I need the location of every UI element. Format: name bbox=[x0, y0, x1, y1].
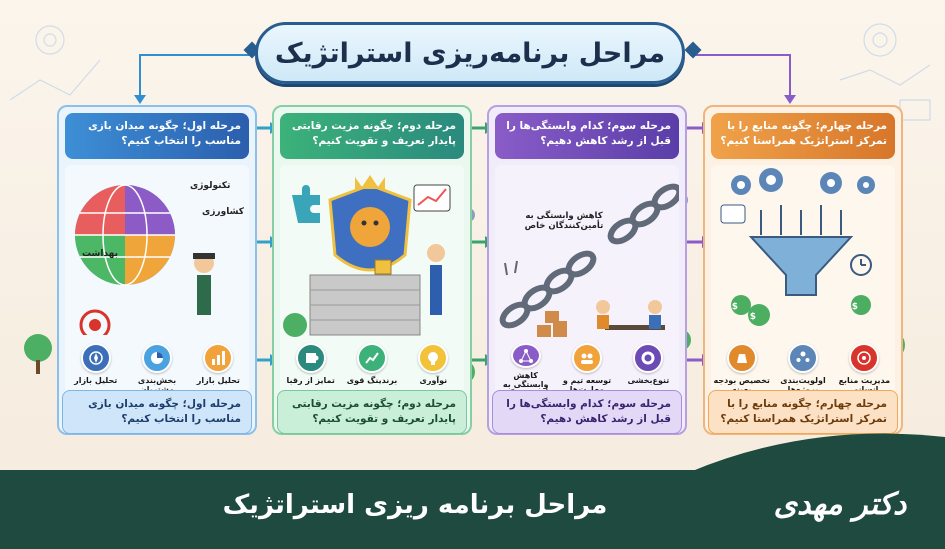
stage-2-icon-row: نوآوری برندینگ قوی تمایز از رقبا bbox=[280, 343, 464, 407]
stage-3-footer: مرحله سوم؛ کدام وابستگی‌ها را قبل از رشد… bbox=[492, 390, 682, 434]
stage-3-header: مرحله سوم؛ کدام وابستگی‌ها را قبل از رشد… bbox=[495, 113, 679, 159]
shield-icon bbox=[283, 175, 451, 337]
stage-1-item-label: تحلیل بازار bbox=[196, 376, 240, 385]
brand-curve-shape bbox=[690, 433, 945, 549]
stage-1-illustration: تکنولوژی کشاورزی بهداشت تحلیل بازار بخش‌… bbox=[65, 165, 249, 415]
network-icon bbox=[510, 343, 541, 368]
team-icon bbox=[572, 343, 603, 373]
stage-1-item: تحلیل بازار bbox=[189, 343, 247, 407]
stage-2-item: نوآوری bbox=[404, 343, 462, 407]
stage-4-footer: مرحله چهارم؛ چگونه منابع را با تمرکز است… bbox=[708, 390, 898, 434]
page-title: مراحل برنامه‌ریزی استراتژیک bbox=[274, 37, 666, 69]
lightbulb-icon bbox=[418, 343, 449, 373]
growth-chart-icon bbox=[357, 343, 388, 373]
stage-2-card: مرحله دوم؛ چگونه مزیت رقابتی پایدار تعری… bbox=[272, 105, 472, 435]
stage-1-icon-row: تحلیل بازار بخش‌بندی مشتریان تحلیل بازار bbox=[65, 343, 249, 407]
stage-1-header: مرحله اول؛ چگونه میدان بازی مناسب را انت… bbox=[65, 113, 249, 159]
stage-4-header: مرحله چهارم؛ چگونه منابع را با تمرکز است… bbox=[711, 113, 895, 159]
bar-chart-icon bbox=[203, 343, 234, 373]
stage-1-item-label: تحلیل بازار bbox=[74, 376, 118, 385]
stage-4-illustration: $$$ مدیریت منابع انسانی اولویت‌بن bbox=[711, 165, 895, 415]
people-priority-icon bbox=[788, 343, 819, 373]
signature-logo: دکتر مهدی فرهادی نیا bbox=[773, 487, 907, 522]
stage-3-item-label: تنوع‌بخشی bbox=[627, 376, 670, 385]
broken-chain-icon bbox=[499, 183, 679, 337]
svg-text:$: $ bbox=[750, 312, 756, 322]
stage-2-header: مرحله دوم؛ چگونه مزیت رقابتی پایدار تعری… bbox=[280, 113, 464, 159]
money-bag-icon bbox=[726, 343, 757, 373]
stage-1-card: مرحله اول؛ چگونه میدان بازی مناسب را انت… bbox=[57, 105, 257, 435]
brand-title: مراحل برنامه ریزی استراتژیک bbox=[222, 490, 608, 520]
stage-3-item-label: توسعه تیم و مهارت‌ها bbox=[562, 376, 612, 394]
title-banner: مراحل برنامه‌ریزی استراتژیک bbox=[255, 22, 685, 84]
stage-1-item: تحلیل بازار bbox=[67, 343, 125, 407]
stage-2-item-label: نوآوری bbox=[419, 376, 448, 385]
stage-3-item: تنوع‌بخشی bbox=[619, 343, 677, 407]
stage-1-label-health: بهداشت bbox=[82, 249, 118, 259]
stage-1-item: بخش‌بندی مشتریان bbox=[128, 343, 186, 407]
stage-4-item: اولویت‌بندی پروژه‌ها bbox=[774, 343, 832, 407]
stage-4-item: تخصیص بودجه بهینه bbox=[713, 343, 771, 407]
funnel-icon: $ $ $ bbox=[720, 168, 875, 326]
puzzle-icon bbox=[295, 343, 326, 373]
stage-1-footer: مرحله اول؛ چگونه میدان بازی مناسب را انت… bbox=[62, 390, 252, 434]
svg-text:$: $ bbox=[732, 302, 738, 312]
pie-chart-icon bbox=[142, 343, 173, 373]
svg-text:$: $ bbox=[852, 302, 858, 312]
stage-3-card: مرحله سوم؛ کدام وابستگی‌ها را قبل از رشد… bbox=[487, 105, 687, 435]
stage-3-label-callout: کاهش وابستگی به تأمین‌کنندگان خاص bbox=[524, 211, 604, 231]
stage-4-item: مدیریت منابع انسانی bbox=[835, 343, 893, 407]
stage-1-label-tech: تکنولوژی bbox=[190, 181, 231, 191]
stage-4-card: مرحله چهارم؛ چگونه منابع را با تمرکز است… bbox=[703, 105, 903, 435]
stage-4-item-label: اولویت‌بندی پروژه‌ها bbox=[780, 376, 826, 394]
stage-4-item-label: تخصیص بودجه بهینه bbox=[713, 376, 770, 394]
stage-1-item-label: بخش‌بندی مشتریان bbox=[137, 376, 177, 394]
stage-2-item: برندینگ قوی bbox=[343, 343, 401, 407]
stage-2-footer: مرحله دوم؛ چگونه مزیت رقابتی پایدار تعری… bbox=[277, 390, 467, 434]
stage-1-label-agri: کشاورزی bbox=[202, 207, 244, 217]
stage-2-item-label: برندینگ قوی bbox=[346, 376, 398, 385]
stage-4-item-label: مدیریت منابع انسانی bbox=[838, 376, 891, 394]
target-icon bbox=[849, 343, 880, 373]
stage-2-illustration: نوآوری برندینگ قوی تمایز از رقبا bbox=[280, 165, 464, 415]
stage-2-item-label: تمایز از رقبا bbox=[286, 376, 335, 385]
stage-3-item: توسعه تیم و مهارت‌ها bbox=[558, 343, 616, 407]
gear-icon bbox=[633, 343, 664, 373]
stage-4-icon-row: مدیریت منابع انسانی اولویت‌بندی پروژه‌ها… bbox=[711, 343, 895, 407]
infographic-canvas: مراحل برنامه‌ریزی استراتژیک مرحله اول؛ چ… bbox=[0, 0, 945, 470]
globe-icon bbox=[75, 184, 215, 335]
stage-2-item: تمایز از رقبا bbox=[282, 343, 340, 407]
stage-3-illustration: کاهش وابستگی به تأمین‌کنندگان خاص تنوع‌ب… bbox=[495, 165, 679, 415]
compass-icon bbox=[80, 343, 111, 373]
